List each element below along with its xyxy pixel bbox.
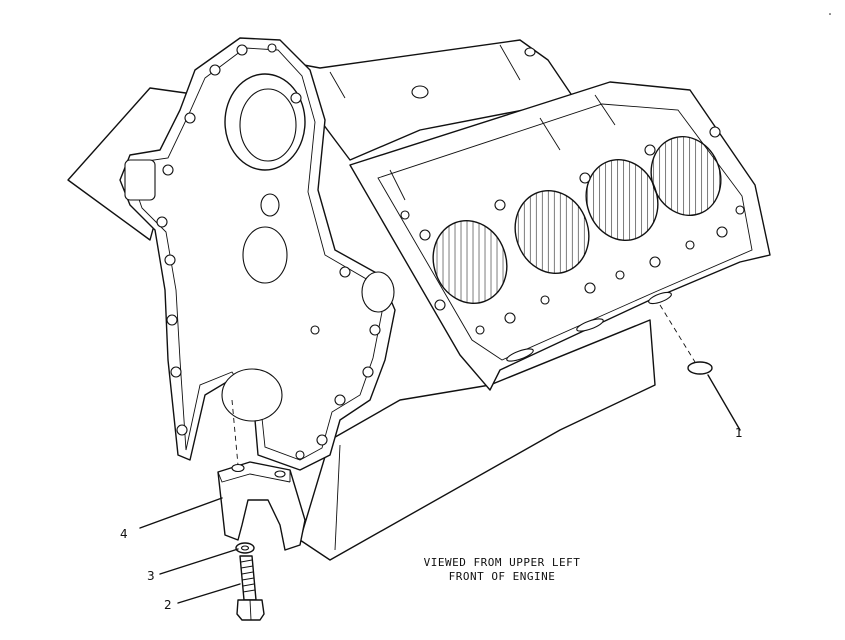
cover-bolt-bosses	[130, 43, 381, 460]
caption-line-1: VIEWED FROM UPPER LEFT	[423, 556, 581, 569]
view-caption: VIEWED FROM UPPER LEFT FRONT OF ENGINE	[402, 556, 602, 584]
main-bearing-cap	[217, 461, 306, 551]
caption-line-2: FRONT OF ENGINE	[448, 570, 556, 583]
bolt	[236, 555, 265, 621]
leader-lines	[139, 374, 741, 604]
callout-3: 3	[147, 569, 155, 583]
engine-block	[67, 39, 771, 561]
timing-cover	[119, 37, 396, 471]
deck-bolt-holes	[400, 126, 745, 362]
callout-1: 1	[735, 426, 743, 440]
callout-2: 2	[164, 598, 172, 612]
callout-4: 4	[120, 527, 128, 541]
expansion-plug	[687, 361, 713, 375]
